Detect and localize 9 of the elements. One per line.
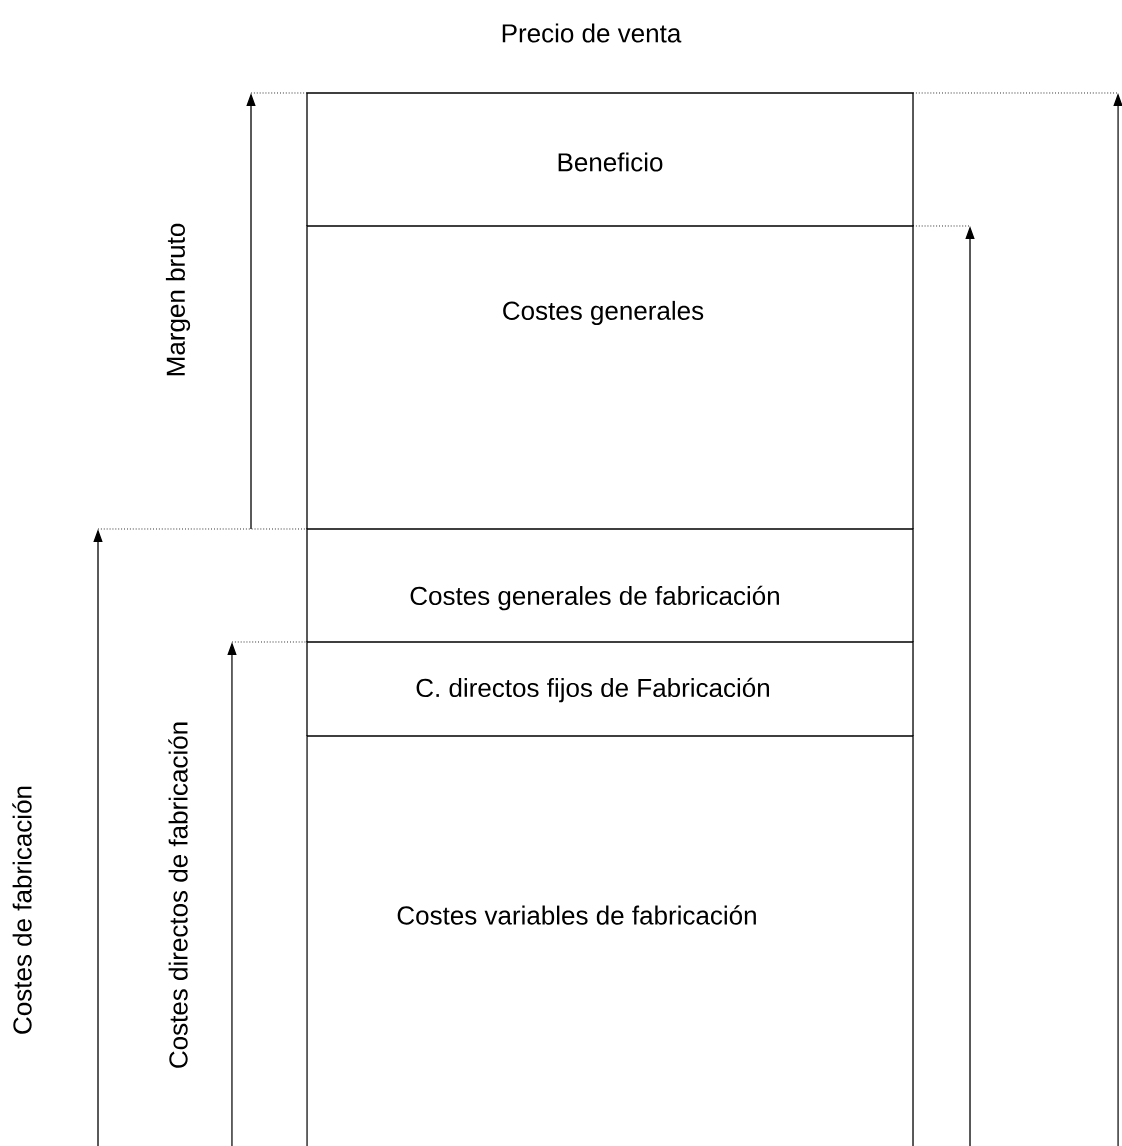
cost-band: Costes generales [306,225,914,530]
dimension-label: Costes de fabricación [12,786,32,1034]
cost-band: Costes variables de fabricación [306,735,914,1146]
cost-band: Costes generales de fabricación [306,528,914,643]
dimension-label: Precio de venta [502,23,682,43]
cost-band: C. directos fijos de Fabricación [306,641,914,737]
dimension-label: Margen bruto [165,223,191,376]
dimension-label: Costes directos de fabricación [168,722,188,1068]
cost-band: Beneficio [306,92,914,227]
